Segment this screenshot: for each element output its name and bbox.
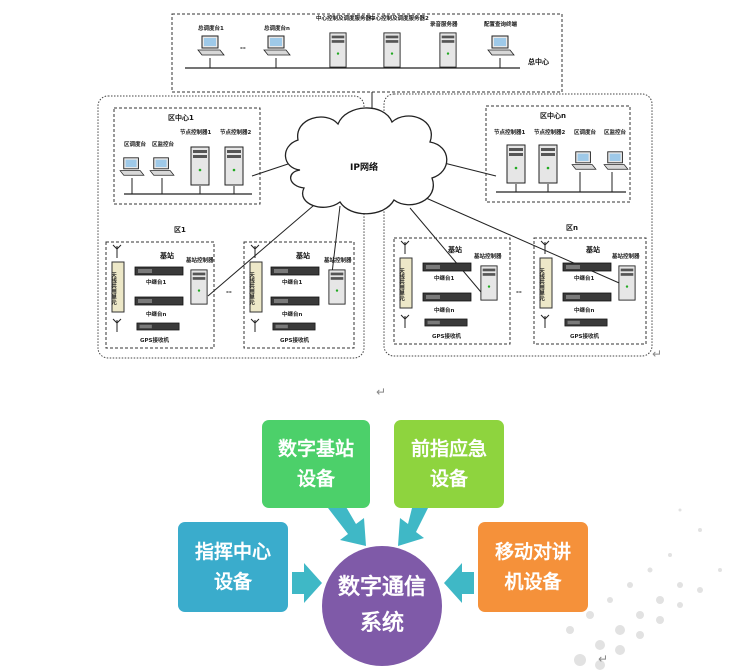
regionN-ctrl2-label: 节点控制器2 [534,128,566,136]
station-rNb-controller: 基站控制器 [611,252,640,260]
station-rN-a [393,237,511,345]
station-r1b-relayN: 中继台n [282,310,303,318]
arrow-from-command-center [292,563,322,603]
digital-comm-system-label: 数字通信系统 [338,575,427,636]
station-rNb-gps: GPS接收机 [570,332,600,340]
station-rNb-title: 基站 [585,245,600,254]
station-ellipsis-1: -- [226,288,232,296]
regionN-ctrl1-label: 节点控制器1 [494,128,526,136]
arrow-from-front-emergency [398,500,428,546]
arrow-from-mobile-radio [444,563,474,603]
hq-record-label: 录音服务器 [430,20,458,28]
return-mark-1: ↵ [652,347,662,361]
station-r1b-gps: GPS接收机 [280,336,310,344]
hq-server2-label: 中心控制及调度服务器2 [370,14,429,22]
regionN-dispatch-label: 区调度台 [574,128,597,136]
return-mark-2: ↵ [376,385,386,399]
station-rNa-combiner: 天线共用单元 [398,268,406,303]
base-station-box: 数字基站设备 [262,420,370,508]
station-rNa-controller: 基站控制器 [473,252,502,260]
station-r1a-relay1: 中继台1 [146,278,167,286]
ip-cloud [284,107,448,215]
decorative-dots [566,508,722,670]
station-r1b-combiner: 天线共用单元 [248,272,256,307]
front-emergency-box: 前指应急设备 [394,420,504,508]
command-center-label: 指挥中心设备 [194,541,271,593]
return-mark-3: ↵ [598,652,609,666]
hq-ellipsis: -- [240,44,246,52]
command-center-box: 指挥中心设备 [178,522,288,612]
mobile-radio-box: 移动对讲机设备 [478,522,588,612]
regionN-center-label: 区中心n [540,111,566,120]
station-r1-a [105,241,215,349]
hq-dispatch1-label: 总调度台1 [198,24,224,32]
station-rNa-relay1: 中继台1 [434,274,455,282]
station-r1b-controller: 基站控制器 [323,256,352,264]
station-ellipsis-2: -- [516,288,522,296]
hq-terminal-label: 配置查询终端 [484,20,518,28]
hq-dispatchN-label: 总调度台n [264,24,290,32]
station-r1b-title: 基站 [295,251,310,260]
region1-dispatch-label: 区调度台 [124,140,147,148]
digital-comm-system-circle: 数字通信系统 [322,546,442,666]
station-rN-b [533,237,647,345]
station-rNa-title: 基站 [447,245,462,254]
region1-ctrl1-label: 节点控制器1 [180,128,212,136]
ip-cloud-label: IP网络 [350,161,378,173]
region1-zone-label: 区1 [174,226,186,234]
base-station-label: 数字基站设备 [277,438,354,490]
region1-monitor-label: 区监控台 [152,140,175,148]
mobile-radio-label: 移动对讲机设备 [494,541,571,593]
station-r1a-gps: GPS接收机 [140,336,170,344]
station-r1a-relayN: 中继台n [146,310,167,318]
region1-center-label: 区中心1 [168,113,194,122]
regionN-monitor-label: 区监控台 [604,128,627,136]
hq-server1-label: 中心控制及调度服务器1 [316,14,375,22]
network-diagram: 总调度台1 -- 总调度台n 中心控制及调度服务器1 中心控制及调度服务器2 录… [97,13,662,399]
regionN-zone-label: 区n [566,224,578,232]
station-r1b-relay1: 中继台1 [282,278,303,286]
station-rNb-relayN: 中继台n [574,306,595,314]
region1-ctrl2-label: 节点控制器2 [220,128,252,136]
station-rNa-gps: GPS接收机 [432,332,462,340]
station-r1a-controller: 基站控制器 [185,256,214,264]
hq-label: 总中心 [528,57,549,66]
station-r1a-title: 基站 [159,251,174,260]
arrow-from-base-station [328,500,366,546]
station-rNb-relay1: 中继台1 [574,274,595,282]
station-rNa-relayN: 中继台n [434,306,455,314]
station-r1a-combiner: 天线共用单元 [110,272,118,307]
front-emergency-label: 前指应急设备 [410,438,487,490]
station-rNb-combiner: 天线共用单元 [538,268,546,303]
station-r1-b [243,241,355,349]
